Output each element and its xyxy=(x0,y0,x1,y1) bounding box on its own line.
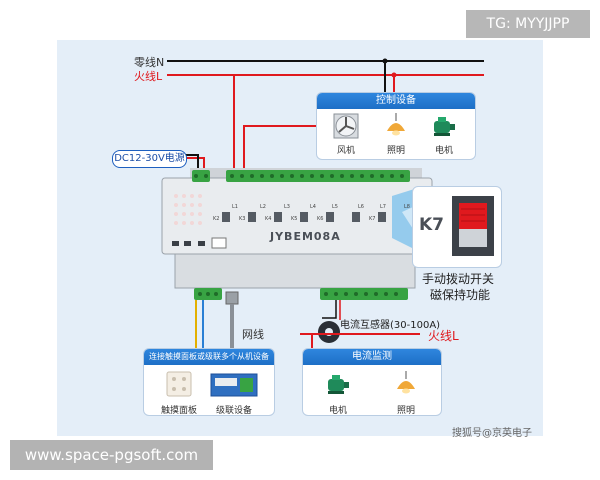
control-devices-panel: 控制设备 风机 照明 电机 xyxy=(316,92,476,160)
neutral-line-label: 零线N xyxy=(134,56,165,69)
connect-devices-panel: 连接触摸面板或级联多个从机设备 触摸面板 级联设备 xyxy=(143,348,275,416)
live-line-label: 火线L xyxy=(134,70,163,83)
switch-caption-line2: 磁保持功能 xyxy=(430,288,491,302)
control-devices-title: 控制设备 xyxy=(317,93,475,109)
control-device-label: 照明 xyxy=(386,146,405,156)
switch-key-label: K7 xyxy=(419,215,445,235)
cascade-device-icon xyxy=(210,373,258,397)
fan-icon xyxy=(333,113,359,139)
current-transformer xyxy=(318,321,340,343)
ct-live-label: 火线L xyxy=(428,329,459,343)
control-device-label: 风机 xyxy=(336,146,355,156)
switch-callout-box: K7 xyxy=(412,186,502,268)
relay-to-devices-wire xyxy=(243,125,316,170)
wire-junction xyxy=(391,72,397,78)
motor-icon xyxy=(328,375,349,394)
monitor-device-label: 照明 xyxy=(396,406,415,416)
switch-caption-line1: 手动拨动开关 xyxy=(422,272,495,286)
lamp-icon xyxy=(397,371,415,394)
motor-icon xyxy=(434,117,455,136)
current-transformer-label: 电流互感器(30-100A) xyxy=(340,320,441,331)
footer-credit: 搜狐号@京英电子 xyxy=(452,428,532,439)
connect-devices-title: 连接触摸面板或级联多个从机设备 xyxy=(144,349,274,365)
wire-junction xyxy=(382,58,388,64)
current-monitor-title: 电流监测 xyxy=(303,349,441,365)
connect-device-label: 触摸面板 xyxy=(160,406,197,416)
touch-panel-icon xyxy=(166,371,192,397)
dc-supply-label: DC12-30V电源 xyxy=(112,150,187,168)
module-model-label: JYBEM08A xyxy=(270,230,341,243)
monitor-device-label: 电机 xyxy=(328,406,347,416)
ct-signal-wire xyxy=(322,300,337,319)
control-device-label: 电机 xyxy=(434,146,453,156)
lamp-icon xyxy=(387,113,405,136)
current-monitor-panel: 电流监测 电机 照明 xyxy=(302,348,442,416)
network-cable-label: 网线 xyxy=(242,328,264,341)
watermark-top: TG: MYYJJPP xyxy=(466,10,590,38)
toggle-switch-icon xyxy=(452,196,494,256)
connect-device-label: 级联设备 xyxy=(215,406,252,416)
watermark-bottom: www.space-pgsoft.com xyxy=(10,440,213,470)
